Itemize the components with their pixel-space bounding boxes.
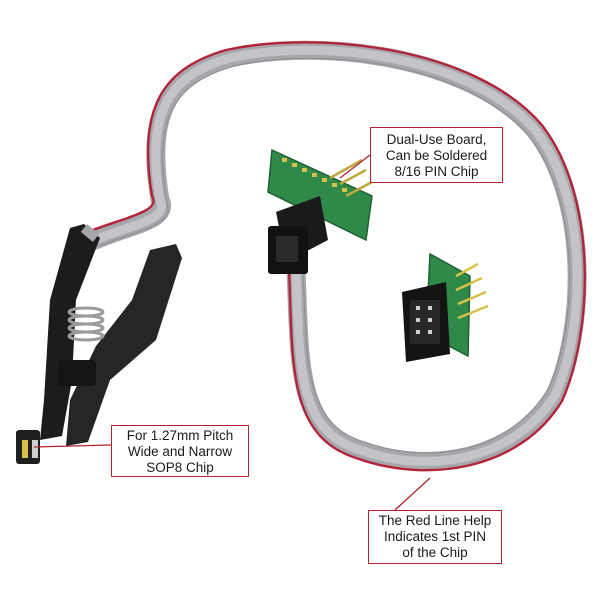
callout-dual-use-line-1: Dual-Use Board, — [386, 132, 487, 147]
ribbon-cable — [85, 40, 587, 472]
callout-pitch-line-3: SOP8 Chip — [146, 460, 214, 475]
callout-red-line-line-3: of the Chip — [402, 545, 468, 560]
clip-spring — [67, 306, 105, 342]
sop8-test-clip — [16, 224, 182, 464]
callout-dual-use: Dual-Use Board, Can be Soldered 8/16 PIN… — [370, 127, 503, 183]
callout-dual-use-line-2: Can be Soldered — [385, 148, 488, 163]
idc-adapter-board — [402, 252, 489, 362]
callout-pitch: For 1.27mm Pitch Wide and Narrow SOP8 Ch… — [111, 425, 249, 477]
callout-red-line-line-1: The Red Line Help — [378, 513, 492, 528]
callout-pitch-line-1: For 1.27mm Pitch — [126, 428, 234, 443]
callout-red-line-line-2: Indicates 1st PIN — [383, 529, 487, 544]
dual-use-adapter-board — [267, 148, 373, 274]
callout-red-line: The Red Line Help Indicates 1st PIN of t… — [368, 510, 502, 564]
callout-dual-use-line-3: 8/16 PIN Chip — [394, 164, 479, 179]
callout-leaders — [33, 154, 431, 511]
callout-pitch-line-2: Wide and Narrow — [127, 444, 233, 459]
